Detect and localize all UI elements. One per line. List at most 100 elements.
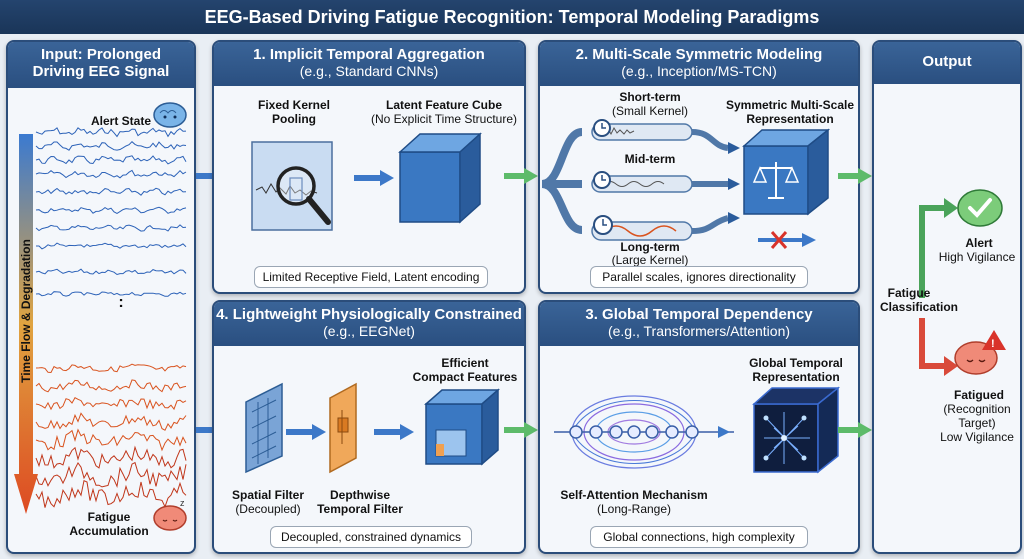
wave-ellipsis: : [118,294,124,311]
alert-sub: High Vigilance [938,250,1016,264]
eeg-wave-line [35,268,187,276]
depthwise-label-line2: Temporal Filter [317,502,403,516]
fatigued-sub: Low Vigilance [940,430,1014,444]
short-term-label: Short-term [619,90,681,104]
panel2-title: 2. Multi-Scale Symmetric Modeling [575,46,823,63]
input-panel-header: Input: Prolonged Driving EEG Signal [8,42,194,88]
output-panel: Output Alert High Vigilance Fatigue Clas… [872,40,1022,554]
rep-label-line2: Representation [746,112,834,126]
self-attention-sub: (Long-Range) [596,502,672,516]
self-attention-graph [554,395,734,469]
time-flow-arrow [14,134,38,514]
panel-global-dependency: 3. Global Temporal Dependency (e.g., Tra… [538,300,860,554]
panel4-header: 4. Lightweight Physiologically Constrain… [214,302,524,346]
cube-subtitle: (No Explicit Time Structure) [370,112,518,126]
long-term-label: Long-term [620,240,680,254]
alert-brain-icon [957,189,1003,227]
panel2-subtitle: (e.g., Inception/MS-TCN) [621,63,777,79]
arrow-p3-to-output [838,422,872,438]
clock-icon [593,171,611,189]
alert-state-label: Alert State [90,114,152,128]
eeg-wave-line [35,169,187,179]
fatigue-label-line1: Fatigue [87,510,131,524]
panel4-title: 4. Lightweight Physiologically Constrain… [216,306,522,323]
cube-title: Latent Feature Cube [385,98,502,112]
eeg-wave-line [35,379,187,393]
input-title-line1: Input: Prolonged [41,46,161,63]
arrow-spatial-to-depthwise [286,424,326,440]
fatigue-label-line2: Accumulation [69,524,149,538]
fatigued-line2: (Recognition [943,402,1011,416]
self-attention-label: Self-Attention Mechanism [560,488,708,502]
panel4-footer: Decoupled, constrained dynamics [270,526,472,548]
eeg-wave-line [35,206,187,214]
eeg-wave-line [35,141,187,151]
time-flow-label: Time Flow & Degradation [19,239,33,383]
output-title: Output [922,53,972,70]
short-term-sub: (Small Kernel) [611,104,689,118]
page-title: EEG-Based Driving Fatigue Recognition: T… [0,0,1024,34]
rep-label-line1: Symmetric Multi-Scale [725,98,855,112]
depthwise-label-line1: Depthwise [329,488,390,502]
panel-multiscale-symmetric: 2. Multi-Scale Symmetric Modeling (e.g.,… [538,40,860,294]
panel3-subtitle: (e.g., Transformers/Attention) [607,323,791,339]
eeg-wave-line [35,428,187,452]
latent-cube-icon [398,132,482,224]
mid-term-label: Mid-term [624,152,676,166]
panel1-title: 1. Implicit Temporal Aggregation [253,46,485,63]
panel3-header: 3. Global Temporal Dependency (e.g., Tra… [540,302,858,346]
eeg-wave-stack [35,127,187,509]
clock-icon [593,119,611,137]
features-label-line2: Compact Features [412,370,518,384]
arrow-p1-to-p2 [504,168,538,184]
depthwise-filter-icon [329,382,357,474]
panel3-footer: Global connections, high complexity [590,526,808,548]
multiscale-branches [541,123,740,241]
long-term-sub: (Large Kernel) [611,253,689,267]
classification-label-line1: Fatigue [887,286,931,300]
features-label-line1: Efficient [441,356,489,370]
arrow-p4-to-p3 [504,422,538,438]
global-rep-cube-icon [752,386,841,474]
classification-label-line2: Classification [879,300,959,314]
spatial-filter-sub: (Decoupled) [235,502,301,516]
classification-branch-arrows [919,198,958,376]
eeg-wave-line [35,479,187,509]
alert-label: Alert [965,236,993,250]
spatial-filter-icon [245,382,283,474]
pool-label-line2: Pooling [272,112,316,126]
panel-implicit-aggregation: 1. Implicit Temporal Aggregation (e.g., … [212,40,526,294]
svg-text:z: z [180,498,185,508]
panel2-header: 2. Multi-Scale Symmetric Modeling (e.g.,… [540,42,858,86]
eeg-wave-line [35,397,187,411]
global-rep-line1: Global Temporal [749,356,843,370]
arrow-p2-to-output [838,168,872,184]
fatigued-label: Fatigued [954,388,1004,402]
eeg-wave-line [35,224,187,232]
fatigue-brain-icon: z [153,498,187,531]
eeg-wave-line [35,127,187,138]
eeg-wave-line [36,242,187,250]
svg-text:!: ! [991,338,995,350]
eeg-wave-line [35,187,187,196]
arrow-pool-to-cube [354,170,394,186]
alert-brain-icon [153,102,187,128]
global-rep-line2: Representation [752,370,840,384]
panel1-header: 1. Implicit Temporal Aggregation (e.g., … [214,42,524,86]
eeg-wave-line [35,291,187,297]
panel4-subtitle: (e.g., EEGNet) [323,323,415,339]
eeg-wave-line [35,461,187,489]
eeg-wave-line [35,445,187,469]
cross-icon [758,231,816,249]
input-panel: Input: Prolonged Driving EEG Signal Aler… [6,40,196,554]
compact-features-icon [424,388,500,466]
panel1-footer: Limited Receptive Field, Latent encoding [254,266,488,288]
eeg-wave-line [35,155,187,165]
output-header: Output [874,42,1020,84]
eeg-wave-line [35,412,187,431]
panel3-title: 3. Global Temporal Dependency [585,306,813,323]
spatial-filter-label: Spatial Filter [231,488,305,502]
scale-icon [742,128,831,216]
magnifier-icon [276,166,331,225]
pool-label-line1: Fixed Kernel [257,98,331,112]
